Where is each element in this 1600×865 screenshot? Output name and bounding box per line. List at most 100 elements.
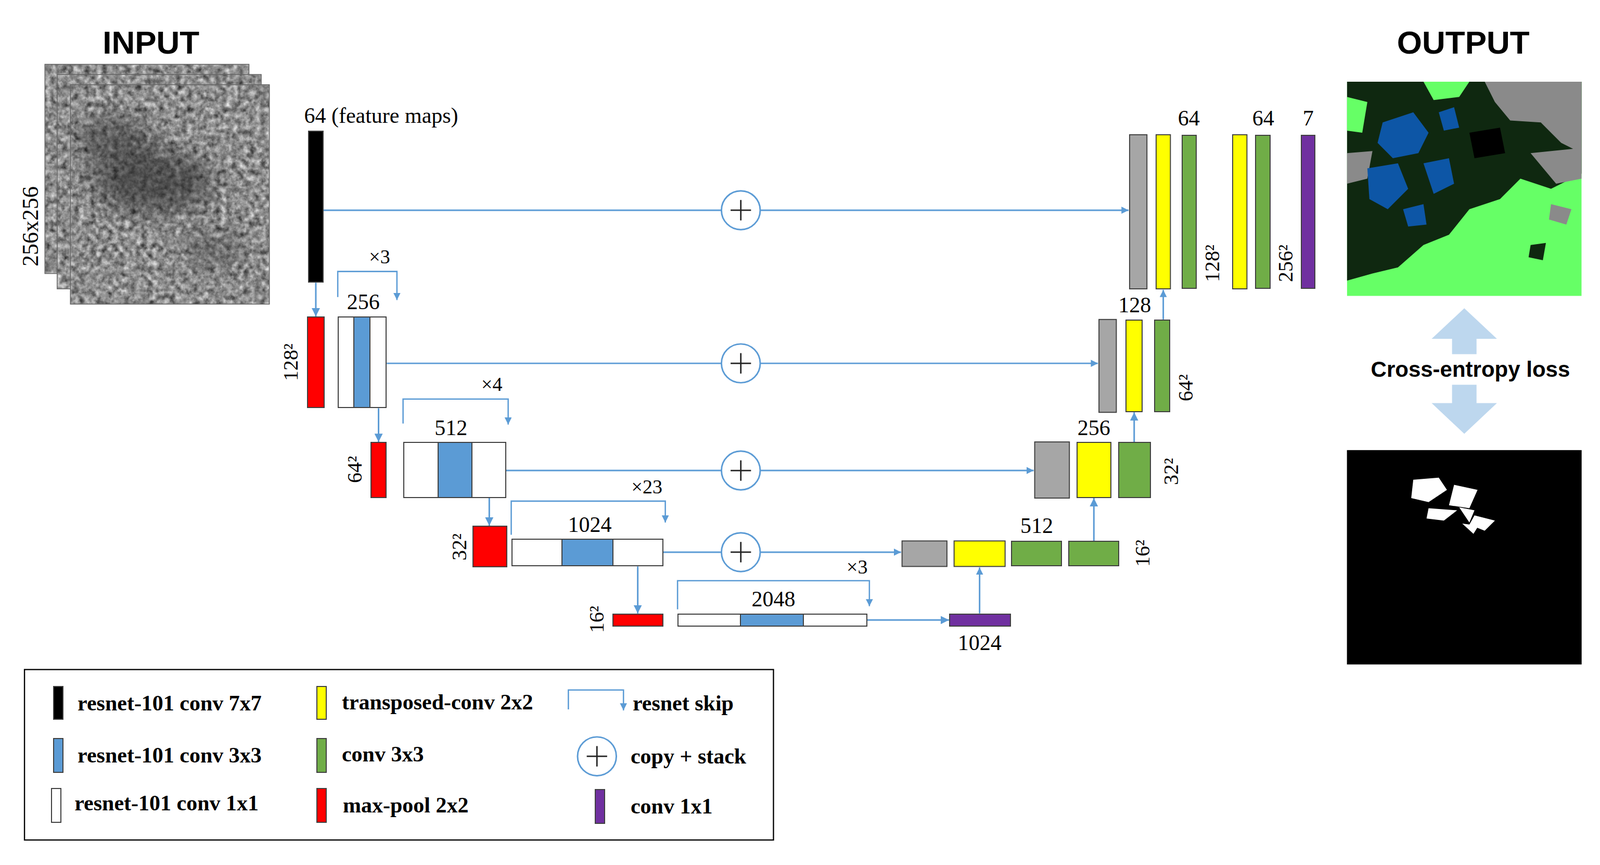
size-label: 128² (279, 343, 302, 381)
conv1x1-block: 1024 (946, 611, 1014, 658)
legend-text: resnet-101 conv 1x1 (74, 790, 259, 815)
maxpool-block: 32² (445, 523, 509, 570)
upsample-arrow (978, 567, 981, 613)
legend-swatch (53, 737, 64, 773)
loss-double-arrow (1431, 384, 1497, 434)
flow-arrow (314, 282, 317, 317)
channel-label: 128 (1118, 292, 1151, 317)
block-fill (949, 613, 1012, 627)
output-segmentation-map (1530, 147, 1582, 184)
output-segmentation-map (1549, 203, 1572, 225)
channel-label: 512 (434, 415, 468, 440)
ground-truth-mask (1449, 484, 1478, 509)
ground-truth-mask (1426, 508, 1458, 521)
size-label: 32² (1160, 457, 1183, 485)
output-segmentation-map (1423, 81, 1470, 100)
flow-arrow (488, 497, 491, 526)
legend-sample (568, 689, 624, 711)
input-image-stack (75, 118, 246, 268)
block-fill (677, 613, 868, 627)
output-segmentation-map (1377, 112, 1429, 159)
block-fill (511, 538, 664, 567)
block-fill (1154, 319, 1171, 413)
block-fill (1076, 441, 1112, 498)
legend-text: transposed-conv 2x2 (341, 689, 534, 714)
legend-text: resnet-101 conv 3x3 (77, 743, 262, 767)
copy-stack-symbol (730, 199, 751, 221)
conv3x3-band (561, 539, 614, 566)
block-fill (1118, 441, 1151, 498)
legend-text: conv 1x1 (630, 794, 713, 818)
channel-label: 1024 (568, 512, 612, 537)
channel-label: 256 (347, 289, 380, 314)
block-fill (1125, 319, 1143, 413)
legend-text: resnet-101 conv 7x7 (77, 690, 262, 715)
copy-stack-symbol (721, 532, 761, 572)
legend-swatch (50, 787, 62, 823)
legend-box (24, 669, 774, 840)
channel-label: 2048 (751, 586, 796, 611)
input-image-stack (70, 84, 270, 305)
skip-connection (323, 209, 722, 212)
channel-label: 256 (1077, 415, 1111, 440)
copy-stack-symbol (730, 541, 751, 562)
output-segmentation-map (1347, 81, 1582, 297)
block-fill (1010, 540, 1062, 567)
skip-connection (760, 209, 1129, 212)
copy-stack-symbol (730, 459, 751, 481)
skip-connection (506, 469, 722, 472)
resnet-block: 512 (401, 413, 509, 501)
output-segmentation-map (1347, 96, 1368, 133)
panel-heading: OUTPUT (1397, 24, 1530, 61)
block-fill (370, 441, 387, 498)
loss-double-arrow (1431, 308, 1497, 354)
legend-swatch (316, 787, 327, 823)
maxpool-block: 64² (341, 439, 389, 501)
size-label: 16² (585, 605, 608, 633)
conv3x3-block: 16² (1066, 537, 1156, 569)
ground-truth-mask (1462, 523, 1479, 534)
decoder-block (1034, 441, 1070, 498)
upsample-arrow (1162, 289, 1164, 320)
block-fill (308, 130, 324, 283)
output-segmentation-map (1403, 203, 1427, 227)
maxpool-block: 16² (583, 603, 665, 635)
decoder-block (1156, 134, 1171, 289)
conv3x3-block: 512 (1008, 511, 1065, 569)
channel-label: 1024 (957, 630, 1002, 655)
size-label: 64² (1174, 374, 1197, 402)
legend-text: max-pool 2x2 (342, 792, 469, 817)
decoder-block (902, 134, 1248, 567)
legend-sample (568, 689, 624, 776)
output-segmentation-map (1367, 163, 1408, 210)
legend-box (24, 669, 774, 840)
legend-sample (577, 736, 617, 776)
block-fill (306, 316, 325, 408)
input-image-stack (44, 64, 270, 305)
conv3x3-block: 32² (1116, 439, 1185, 501)
output-segmentation-map (1528, 242, 1546, 261)
channel-label: 64 (1252, 106, 1275, 131)
input-image-stack (75, 118, 153, 163)
flow-arrow (867, 619, 950, 621)
skip-connection (386, 362, 722, 365)
decoder-block (1232, 134, 1247, 289)
input-image-stack (183, 231, 246, 269)
size-label: 128² (1201, 244, 1224, 283)
conv1x1-block: 7 (1298, 104, 1317, 291)
size-label: 256² (1274, 244, 1297, 283)
conv3x3-block: 64 256² (1250, 104, 1299, 291)
output-segmentation-map (1347, 81, 1582, 297)
conv3x3-band (739, 614, 805, 626)
block-fill (1300, 134, 1315, 289)
legend-text: conv 3x3 (341, 741, 425, 766)
ground-truth-mask (1347, 450, 1582, 665)
copy-stack-symbol (721, 451, 761, 491)
copy-stack-symbol (721, 343, 761, 383)
repeat-count: ×3 (368, 246, 390, 268)
resnet-block: 1024 (509, 510, 666, 569)
legend-swatch (316, 685, 327, 720)
block-fill (1181, 134, 1197, 289)
